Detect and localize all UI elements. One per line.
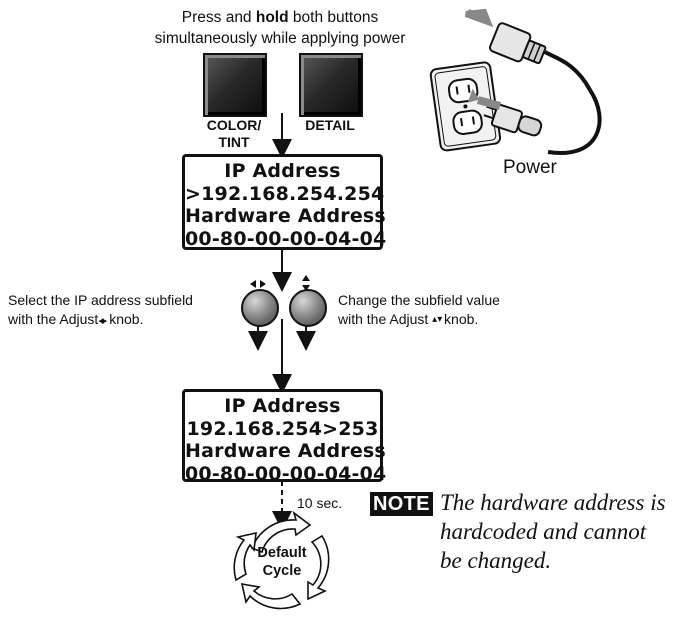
left-right-icon	[250, 280, 266, 288]
detail-label: DETAIL	[305, 117, 355, 133]
note-badge: NOTE	[370, 492, 433, 516]
display-line: Hardware Address	[185, 205, 386, 227]
power-label: Power	[503, 157, 557, 178]
display-line: IP Address	[224, 160, 341, 182]
display-line: >192.168.254.254	[185, 182, 385, 205]
up-down-icon	[302, 275, 310, 291]
note-text: The hardware address is hardcoded and ca…	[440, 490, 666, 573]
left-knob-caption: Select the IP address subfield with the …	[8, 292, 193, 327]
color-tint-label: COLOR/ TINT	[206, 117, 262, 150]
instruction-text: Press and	[181, 9, 256, 26]
display-line: IP Address	[224, 395, 341, 417]
power-cord-illustration	[429, 8, 602, 156]
color-tint-button[interactable]	[203, 53, 267, 117]
display-line: 00-80-00-00-04-04	[185, 227, 387, 250]
display-line: Hardware Address	[185, 440, 386, 462]
timer-label: 10 sec.	[297, 495, 343, 511]
default-cycle-label: Default Cycle	[257, 545, 307, 579]
instruction-line-2: simultaneously while applying power	[154, 30, 406, 47]
display-line: 00-80-00-00-04-04	[185, 462, 387, 485]
display-before-adjust: IP Address >192.168.254.254 Hardware Add…	[182, 154, 387, 250]
instruction-text-end: both buttons	[288, 9, 379, 26]
instruction-caption: Press and hold both buttons simultaneous…	[120, 7, 440, 49]
cycle-arrows	[233, 510, 330, 610]
adjust-vertical-knob[interactable]	[289, 289, 327, 327]
right-knob-caption: Change the subfield value with the Adjus…	[338, 292, 500, 327]
detail-button[interactable]	[299, 53, 363, 117]
adjust-horizontal-knob[interactable]	[241, 289, 279, 327]
display-after-adjust: IP Address 192.168.254>253 Hardware Addr…	[182, 389, 386, 485]
instruction-hold-word: hold	[255, 9, 289, 26]
display-line: 192.168.254>253	[186, 417, 379, 440]
